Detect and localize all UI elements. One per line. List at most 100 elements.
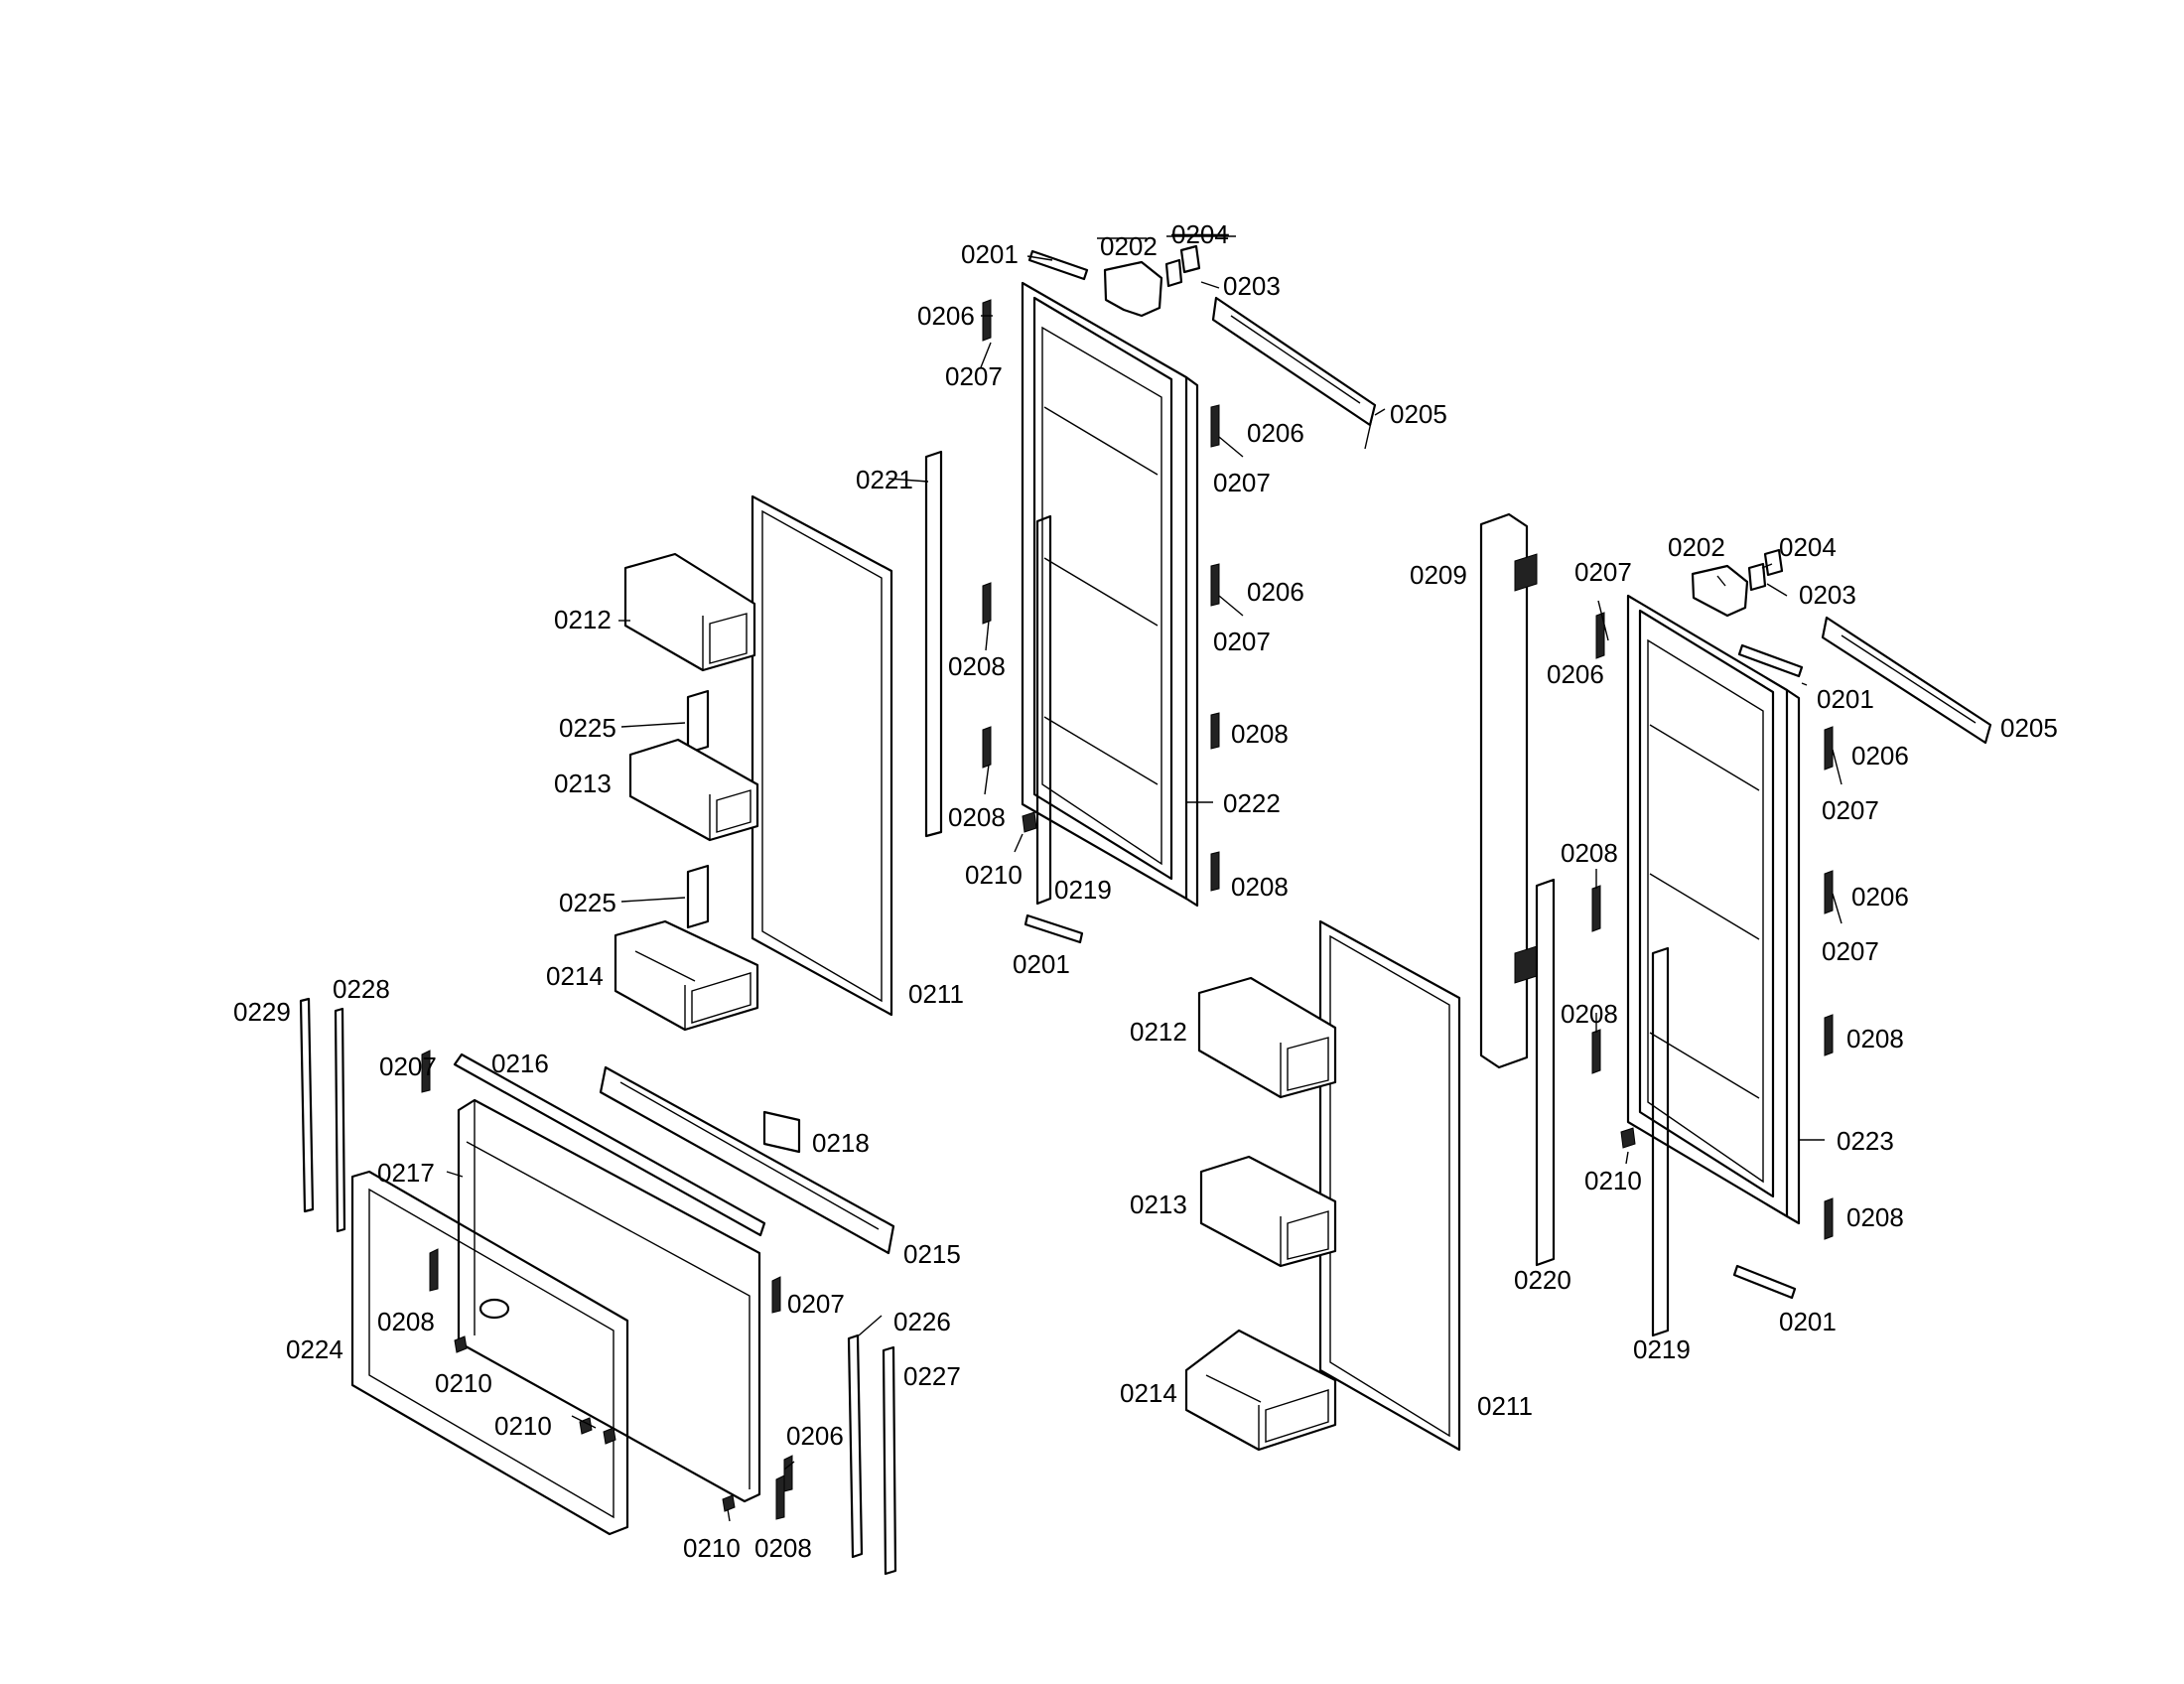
label-0207: 0207 (1574, 557, 1632, 587)
part-0219-right (1651, 946, 1670, 1337)
label-0207: 0207 (1822, 795, 1879, 825)
label-0225: 0225 (559, 888, 616, 917)
part-0201-top-right (1737, 643, 1804, 678)
part-0213-left-bin (628, 738, 759, 842)
label-0207: 0207 (787, 1289, 845, 1319)
label-0201: 0201 (1013, 949, 1070, 979)
label-0213: 0213 (554, 769, 612, 798)
label-0202: 0202 (1668, 532, 1725, 562)
freezer-drawer-assembly (299, 997, 897, 1576)
part-0203-left (1164, 258, 1183, 288)
part-0209-handle (1479, 512, 1529, 1069)
label-0206: 0206 (1247, 418, 1304, 448)
label-0202: 0202 (1100, 231, 1158, 261)
part-0221 (924, 450, 943, 838)
part-0201-bottom-left (1024, 913, 1084, 944)
part-0205-right (1821, 616, 1992, 745)
label-0208: 0208 (1231, 872, 1289, 902)
label-0207: 0207 (1213, 627, 1271, 656)
label-0209: 0209 (1410, 560, 1467, 590)
part-0214-right-bin (1184, 1329, 1337, 1452)
part-0216 (453, 1052, 766, 1237)
label-0206: 0206 (917, 301, 975, 331)
label-0206: 0206 (1547, 659, 1604, 689)
part-0204-left (1179, 244, 1201, 274)
label-0206: 0206 (1851, 741, 1909, 771)
label-0228: 0228 (333, 974, 390, 1004)
part-0202-right (1691, 564, 1749, 618)
part-0225-left-a (686, 689, 710, 755)
label-0211: 0211 (908, 979, 964, 1009)
label-0207: 0207 (379, 1052, 437, 1081)
label-0220: 0220 (1514, 1265, 1571, 1295)
part-labels: 0201 0202 0204 0203 0206 0207 0205 0206 … (233, 219, 2058, 1563)
part-0218 (762, 1110, 801, 1154)
label-0204: 0204 (1171, 219, 1229, 249)
label-0214: 0214 (546, 961, 604, 991)
part-0229 (299, 997, 315, 1213)
label-0207: 0207 (1213, 468, 1271, 497)
left-door-assembly (614, 244, 1377, 1032)
label-0226: 0226 (893, 1307, 951, 1336)
label-0205: 0205 (1390, 399, 1447, 429)
label-0210: 0210 (1584, 1166, 1642, 1195)
part-0205-left (1211, 296, 1377, 427)
part-0214-left-bin (614, 919, 759, 1032)
label-0211: 0211 (1477, 1391, 1533, 1421)
label-0224: 0224 (286, 1334, 343, 1364)
part-0227 (882, 1345, 897, 1576)
label-0206: 0206 (786, 1421, 844, 1451)
label-0203: 0203 (1223, 271, 1281, 301)
leader-lines (446, 235, 1843, 1522)
label-0208: 0208 (754, 1533, 812, 1563)
label-0222: 0222 (1223, 788, 1281, 818)
label-0218: 0218 (812, 1128, 870, 1158)
part-0220 (1535, 878, 1556, 1267)
label-0201: 0201 (1817, 684, 1874, 714)
label-0214: 0214 (1120, 1378, 1177, 1408)
label-0229: 0229 (233, 997, 291, 1027)
label-0208: 0208 (1846, 1202, 1904, 1232)
label-0216: 0216 (491, 1049, 549, 1078)
part-0203-right (1747, 562, 1767, 592)
part-0226 (847, 1333, 864, 1559)
label-0208: 0208 (948, 651, 1006, 681)
label-0221: 0221 (856, 465, 913, 494)
label-0201: 0201 (1779, 1307, 1837, 1336)
label-0201: 0201 (961, 239, 1019, 269)
label-0227: 0227 (903, 1361, 961, 1391)
part-0204-right (1763, 548, 1784, 577)
label-0206: 0206 (1851, 882, 1909, 912)
label-0217: 0217 (377, 1158, 435, 1188)
part-0228 (334, 1007, 346, 1233)
part-0201-top-left (1027, 249, 1089, 281)
label-0208: 0208 (1846, 1024, 1904, 1053)
part-0224-gasket (350, 1170, 629, 1536)
label-0208: 0208 (1561, 838, 1618, 868)
part-0213-right-bin (1199, 1155, 1337, 1268)
label-0210: 0210 (965, 860, 1023, 890)
label-0208: 0208 (948, 802, 1006, 832)
label-0212: 0212 (1130, 1017, 1187, 1047)
label-0207: 0207 (945, 361, 1003, 391)
part-0201-bottom-right (1732, 1264, 1797, 1300)
label-0205: 0205 (2000, 713, 2058, 743)
right-door-assembly (1184, 512, 1992, 1452)
part-0225-left-b (686, 864, 710, 929)
label-0206: 0206 (1247, 577, 1304, 607)
label-0210: 0210 (494, 1411, 552, 1441)
label-0208: 0208 (377, 1307, 435, 1336)
label-0215: 0215 (903, 1239, 961, 1269)
part-0219-left (1035, 514, 1052, 906)
part-0212-left-bin (623, 552, 756, 672)
label-0210: 0210 (435, 1368, 492, 1398)
label-0212: 0212 (554, 605, 612, 634)
part-0202-left (1103, 260, 1163, 318)
part-0215 (599, 1065, 895, 1255)
label-0225: 0225 (559, 713, 616, 743)
label-0213: 0213 (1130, 1190, 1187, 1219)
label-0208: 0208 (1231, 719, 1289, 749)
part-0211-right-gasket (1318, 919, 1461, 1452)
label-0203: 0203 (1799, 580, 1856, 610)
